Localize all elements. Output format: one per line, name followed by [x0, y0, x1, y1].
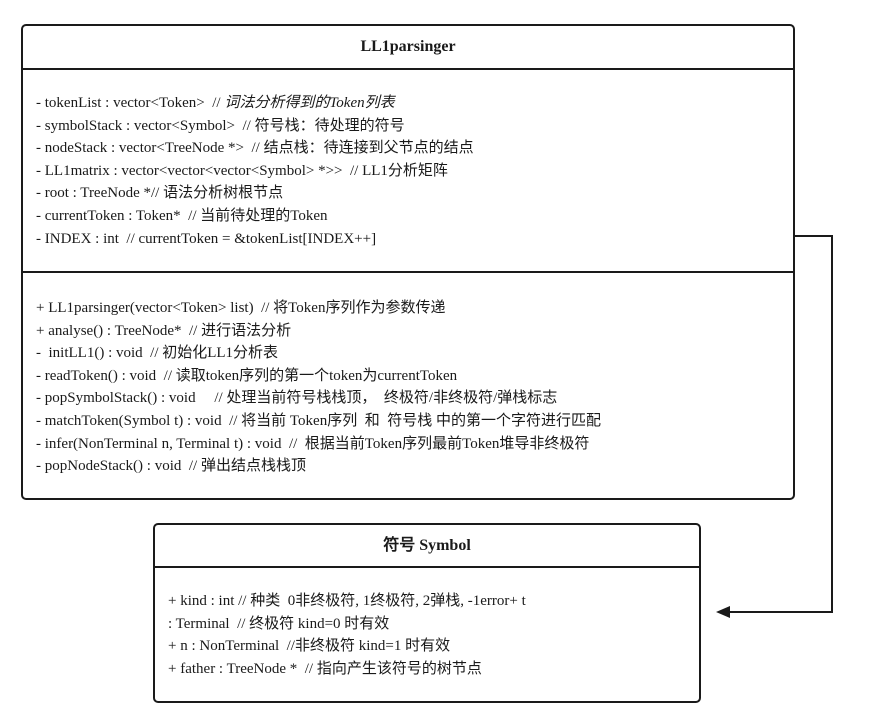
- method-line: + LL1parsinger(vector<Token> list) // 将T…: [36, 300, 446, 316]
- attribute-line: + n : NonTerminal //非终极符 kind=1 时有效: [168, 638, 451, 655]
- method-line: - popNodeStack() : void // 弹出结点栈栈顶: [36, 458, 306, 475]
- attribute-text: - tokenList : vector<Token> //: [36, 95, 225, 111]
- attribute-text: - LL1matrix : vector<vector<vector<Symbo…: [36, 162, 448, 179]
- attribute-line: - symbolStack : vector<Symbol> // 符号栈：待处…: [36, 115, 793, 138]
- attribute-line: - LL1matrix : vector<vector<vector<Symbo…: [36, 160, 793, 183]
- symbol-class: 符号 Symbol + kind : int // 种类 0非终极符, 1终极符…: [153, 523, 701, 703]
- method-line: - initLL1() : void // 初始化LL1分析表: [36, 345, 279, 362]
- ll1parsinger-class-title: LL1parsinger: [23, 26, 793, 70]
- attribute-text: - nodeStack : vector<TreeNode *> // 结点栈：…: [36, 140, 474, 157]
- method-line: - readToken() : void // 读取token序列的第一个tok…: [36, 367, 458, 384]
- ll1parsinger-methods: + LL1parsinger(vector<Token> list) // 将T…: [23, 271, 793, 478]
- attribute-line: + father : TreeNode * // 指向产生该符号的树节点: [168, 660, 482, 677]
- attribute-text: - INDEX : int // currentToken = &tokenLi…: [36, 230, 377, 247]
- attribute-line: - root : TreeNode *// 语法分析树根节点: [36, 182, 793, 205]
- attribute-line: - currentToken : Token* // 当前待处理的Token: [36, 205, 793, 228]
- attribute-text: - currentToken : Token* // 当前待处理的Token: [36, 207, 328, 224]
- attribute-text: - symbolStack : vector<Symbol> // 符号栈：待处…: [36, 117, 405, 134]
- method-line: - popSymbolStack() : void // 处理当前符号栈栈顶， …: [36, 390, 558, 407]
- attribute-comment: 词法分析得到的Token列表: [224, 95, 395, 111]
- arrowhead-icon: [716, 606, 730, 618]
- attribute-line: - INDEX : int // currentToken = &tokenLi…: [36, 228, 793, 251]
- symbol-attributes: + kind : int // 种类 0非终极符, 1终极符, 2弹栈, -1e…: [155, 568, 699, 680]
- attribute-line: - nodeStack : vector<TreeNode *> // 结点栈：…: [36, 137, 793, 160]
- symbol-class-title: 符号 Symbol: [155, 525, 699, 568]
- method-line: - infer(NonTerminal n, Terminal t) : voi…: [36, 435, 590, 452]
- attribute-line: - tokenList : vector<Token> // 词法分析得到的To…: [36, 92, 793, 115]
- method-line: - matchToken(Symbol t) : void // 将当前 Tok…: [36, 412, 601, 429]
- method-line: + analyse() : TreeNode* // 进行语法分析: [36, 322, 292, 339]
- ll1parsinger-attributes: - tokenList : vector<Token> // 词法分析得到的To…: [23, 70, 793, 271]
- attribute-text: - root : TreeNode *// 语法分析树根节点: [36, 185, 284, 202]
- attribute-line: + kind : int // 种类 0非终极符, 1终极符, 2弹栈, -1e…: [168, 593, 526, 609]
- attribute-line: : Terminal // 终极符 kind=0 时有效: [168, 615, 390, 632]
- ll1parsinger-class: LL1parsinger - tokenList : vector<Token>…: [21, 24, 795, 500]
